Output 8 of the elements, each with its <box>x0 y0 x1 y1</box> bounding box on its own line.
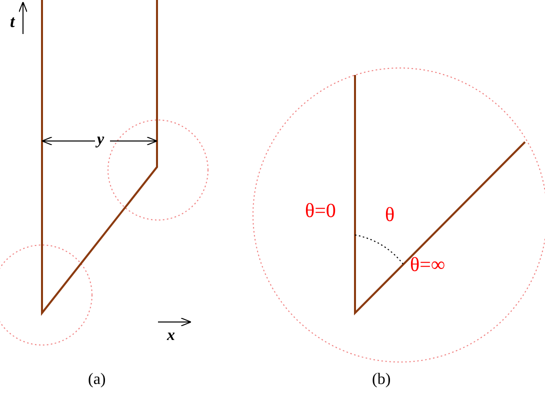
angle-label: θ <box>385 205 395 225</box>
angle-label: θ=∞ <box>410 255 446 275</box>
axis-label: x <box>167 328 175 344</box>
dimension-label: y <box>97 132 104 148</box>
panel-label: (b) <box>372 372 391 388</box>
panel-label: (a) <box>88 372 106 388</box>
axis-label: t <box>10 13 15 30</box>
angle-label: θ=0 <box>305 201 336 221</box>
